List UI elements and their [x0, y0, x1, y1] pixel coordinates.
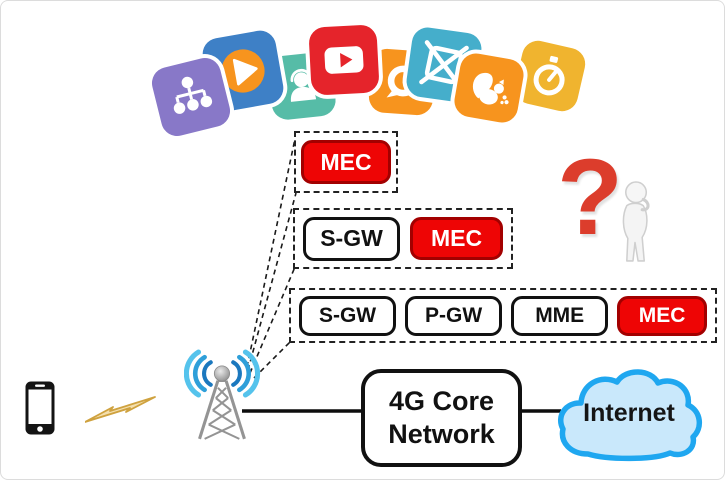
sgw-node-label: S-GW — [318, 303, 377, 327]
thinking-figure-icon — [622, 181, 650, 262]
mec-option-1-box: MEC — [294, 131, 398, 193]
person-headset-icon — [290, 68, 317, 102]
app-icon-support-agent — [266, 50, 338, 122]
squirrel-icon — [472, 72, 509, 105]
app-icon-org-chart — [148, 54, 234, 140]
core-network-label-line2: Network — [388, 419, 495, 449]
app-icon-squirrel — [451, 50, 527, 126]
mec-node-label: MEC — [320, 148, 372, 175]
app-icon-youtube — [308, 24, 380, 96]
app-icon-media-play — [200, 28, 286, 114]
mec-node-label: MEC — [430, 225, 483, 251]
question-mark: ? — [557, 136, 623, 257]
stopwatch-icon — [533, 55, 565, 96]
mme-node-label: MME — [535, 303, 585, 327]
app-icon-stopwatch — [511, 37, 589, 115]
frame-x-icon — [419, 40, 469, 90]
core-network-label-line1: 4G Core — [388, 386, 495, 417]
mec-option-2-box: S-GW MEC — [293, 208, 513, 269]
core-network-box: 4G Core Network — [361, 369, 522, 467]
app-icon-crossed-frame — [404, 25, 484, 105]
base-station-tower-icon — [184, 349, 261, 440]
internet-label: Internet — [583, 399, 675, 427]
sgw-node: S-GW — [299, 295, 397, 336]
pgw-node: P-GW — [405, 295, 503, 336]
org-chart-icon — [173, 76, 213, 114]
play-circle-icon — [221, 49, 265, 93]
lightning-bolt-icon — [85, 396, 156, 423]
mec-node: MEC — [617, 295, 708, 336]
sgw-node-label: S-GW — [320, 225, 383, 251]
radio-waves-icon — [184, 349, 261, 398]
mec-node: MEC — [410, 217, 503, 260]
pgw-node-label: P-GW — [425, 303, 483, 327]
sgw-node: S-GW — [303, 216, 400, 261]
smartphone-icon — [25, 381, 55, 435]
mme-node: MME — [511, 295, 609, 336]
internet-cloud-icon — [558, 369, 702, 462]
mec-node: MEC — [301, 140, 391, 184]
mec-option-3-box: S-GW P-GW MME MEC — [289, 288, 717, 343]
youtube-play-icon — [324, 46, 364, 74]
callout-dashed-lines — [246, 133, 297, 379]
mec-node-label: MEC — [638, 303, 686, 327]
